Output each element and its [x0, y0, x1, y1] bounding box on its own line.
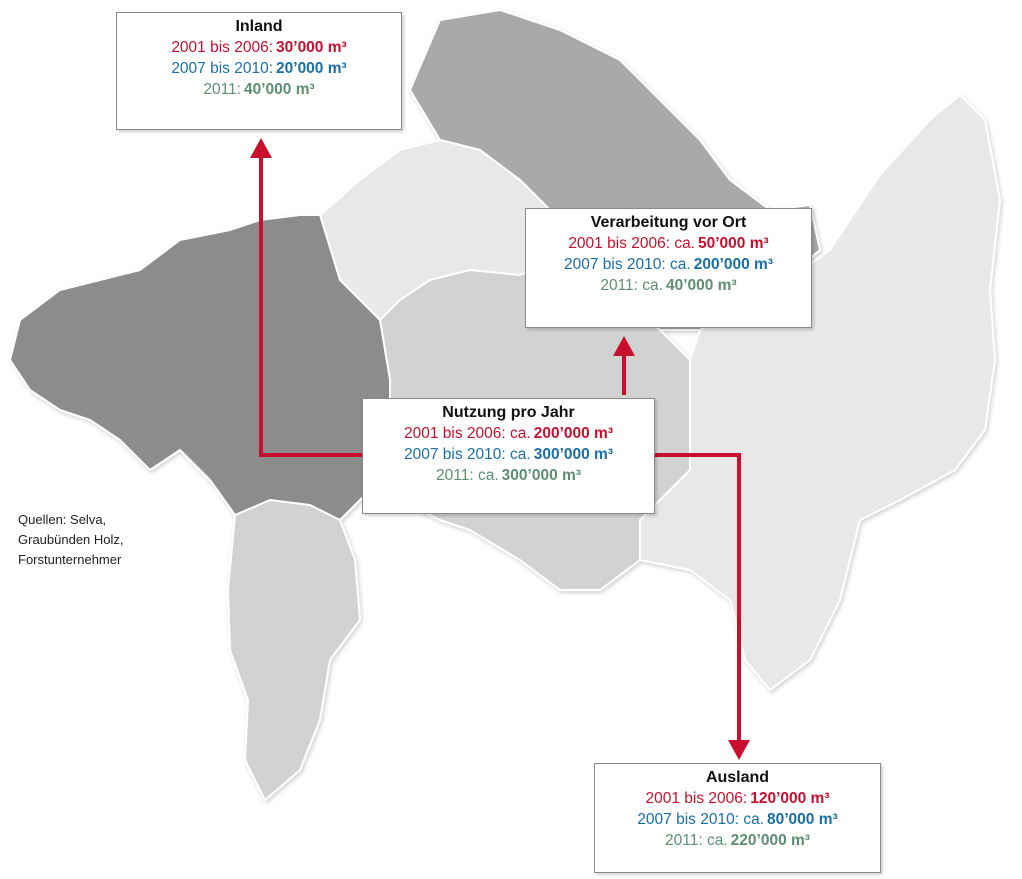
row-label: 2001 bis 2006: ca. — [404, 425, 531, 442]
box-ausland: Ausland 2001 bis 2006:120’000 m³ 2007 bi… — [594, 763, 881, 873]
row-value: 40’000 m³ — [243, 81, 315, 98]
box-ausland-row-2010: 2007 bis 2010: ca.80’000 m³ — [595, 809, 880, 830]
box-nutzung-row-2010: 2007 bis 2010: ca.300’000 m³ — [363, 444, 654, 465]
box-nutzung-title: Nutzung pro Jahr — [442, 404, 575, 421]
row-value: 220’000 m³ — [730, 832, 810, 849]
row-label: 2007 bis 2010: ca. — [404, 446, 531, 463]
row-value: 200’000 m³ — [533, 425, 613, 442]
box-inland: Inland 2001 bis 2006:30’000 m³ 2007 bis … — [116, 12, 402, 130]
box-nutzung: Nutzung pro Jahr 2001 bis 2006: ca.200’0… — [362, 398, 655, 514]
box-verarbeitung-title: Verarbeitung vor Ort — [590, 214, 747, 231]
row-value: 80’000 m³ — [767, 811, 838, 828]
box-verarbeitung-row-2011: 2011: ca.40’000 m³ — [526, 275, 811, 296]
arrow-heads — [250, 138, 750, 760]
source-line: Graubünden Holz, — [18, 532, 124, 547]
row-value: 30’000 m³ — [276, 39, 347, 56]
source-note: Quellen: Selva, Graubünden Holz, Forstun… — [18, 510, 124, 570]
box-nutzung-row-2006: 2001 bis 2006: ca.200’000 m³ — [363, 423, 654, 444]
arrowhead-ausland — [728, 740, 750, 760]
box-inland-row-2011: 2011:40’000 m³ — [117, 79, 401, 100]
row-value: 40’000 m³ — [665, 277, 737, 294]
region-east — [639, 94, 1001, 691]
region-west — [9, 214, 391, 521]
source-line: Quellen: Selva, — [18, 512, 107, 527]
row-label: 2001 bis 2006: — [171, 39, 274, 56]
row-value: 50’000 m³ — [698, 235, 769, 252]
arrowhead-verarbeitung — [613, 336, 635, 356]
row-value: 120’000 m³ — [750, 790, 830, 807]
box-verarbeitung-row-2010: 2007 bis 2010: ca.200’000 m³ — [526, 254, 811, 275]
box-ausland-row-2006: 2001 bis 2006:120’000 m³ — [595, 788, 880, 809]
row-label: 2007 bis 2010: ca. — [637, 811, 764, 828]
box-verarbeitung: Verarbeitung vor Ort 2001 bis 2006: ca.5… — [525, 208, 812, 328]
box-inland-row-2010: 2007 bis 2010:20’000 m³ — [117, 58, 401, 79]
row-label: 2001 bis 2006: — [645, 790, 748, 807]
arrow-to-inland — [259, 155, 362, 457]
box-ausland-row-2011: 2011: ca.220’000 m³ — [595, 830, 880, 851]
source-line: Forstunternehmer — [18, 552, 122, 567]
row-label: 2011: ca. — [436, 467, 499, 484]
row-label: 2011: — [203, 81, 241, 98]
row-label: 2011: ca. — [600, 277, 663, 294]
row-value: 20’000 m³ — [276, 60, 347, 77]
row-value: 200’000 m³ — [693, 256, 773, 273]
row-label: 2007 bis 2010: — [171, 60, 274, 77]
arrowhead-inland — [250, 138, 272, 158]
box-ausland-title: Ausland — [705, 769, 770, 786]
row-label: 2001 bis 2006: ca. — [568, 235, 695, 252]
flow-arrows — [259, 155, 741, 745]
box-nutzung-row-2011: 2011: ca.300’000 m³ — [363, 465, 654, 486]
row-label: 2007 bis 2010: ca. — [564, 256, 691, 273]
arrow-to-ausland — [655, 453, 741, 745]
row-value: 300’000 m³ — [533, 446, 613, 463]
row-value: 300’000 m³ — [501, 467, 581, 484]
region-south — [227, 499, 361, 801]
row-label: 2011: ca. — [665, 832, 728, 849]
box-inland-title: Inland — [235, 18, 283, 35]
box-verarbeitung-row-2006: 2001 bis 2006: ca.50’000 m³ — [526, 233, 811, 254]
box-inland-row-2006: 2001 bis 2006:30’000 m³ — [117, 37, 401, 58]
